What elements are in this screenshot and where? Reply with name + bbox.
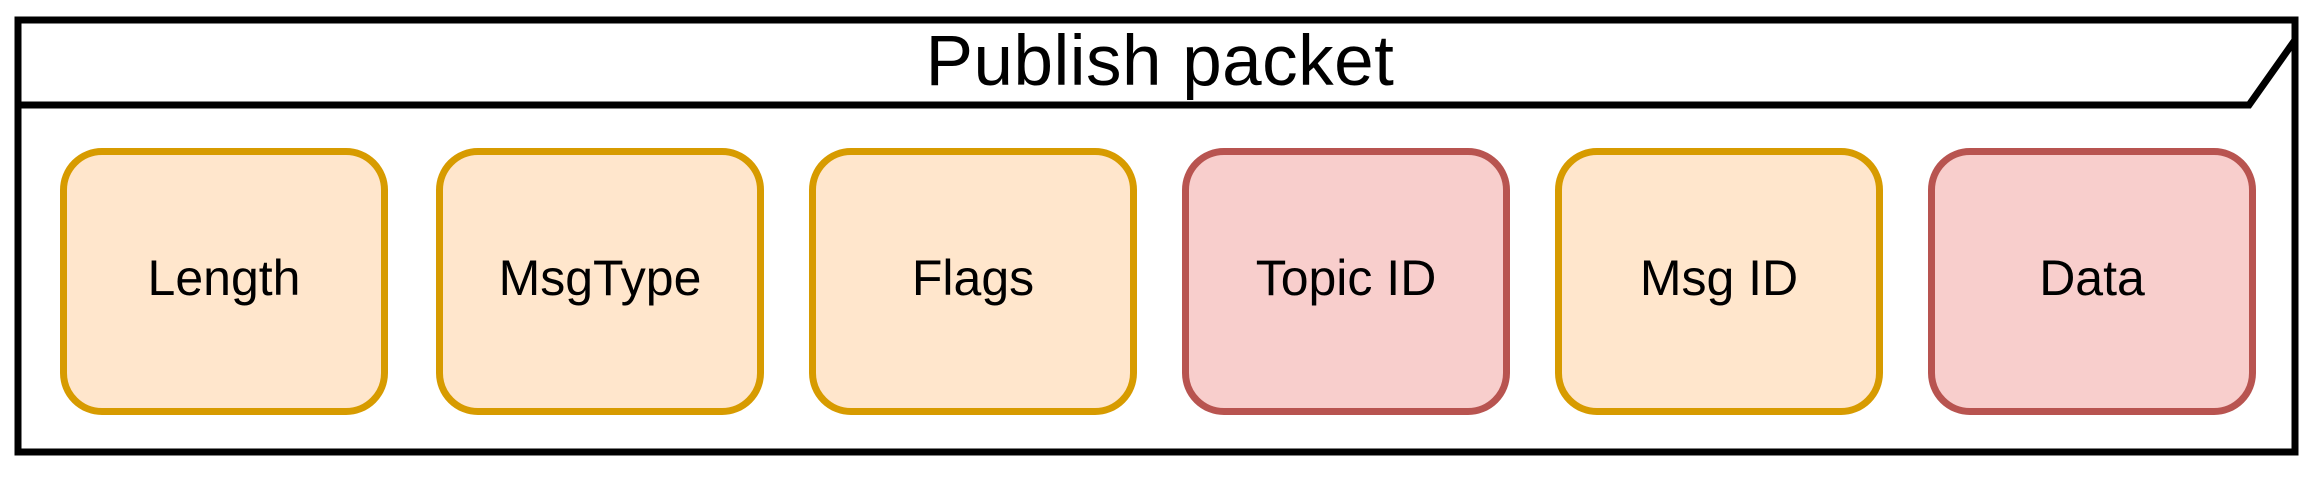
field-label-topic-id: Topic ID xyxy=(1255,249,1437,306)
title-band-divider xyxy=(18,37,2298,109)
field-box-msgtype: MsgType xyxy=(436,148,764,415)
field-label-msgtype: MsgType xyxy=(498,249,702,306)
frame-border xyxy=(14,16,2299,456)
field-box-flags: Flags xyxy=(809,148,1137,415)
field-box-length: Length xyxy=(60,148,388,415)
field-label-msg-id: Msg ID xyxy=(1639,249,1799,306)
field-box-topic-id: Topic ID xyxy=(1182,148,1510,415)
field-label-length: Length xyxy=(147,249,301,306)
field-label-flags: Flags xyxy=(911,249,1035,306)
field-box-data: Data xyxy=(1928,148,2256,415)
field-label-data: Data xyxy=(2039,249,2145,306)
field-box-msg-id: Msg ID xyxy=(1555,148,1883,415)
